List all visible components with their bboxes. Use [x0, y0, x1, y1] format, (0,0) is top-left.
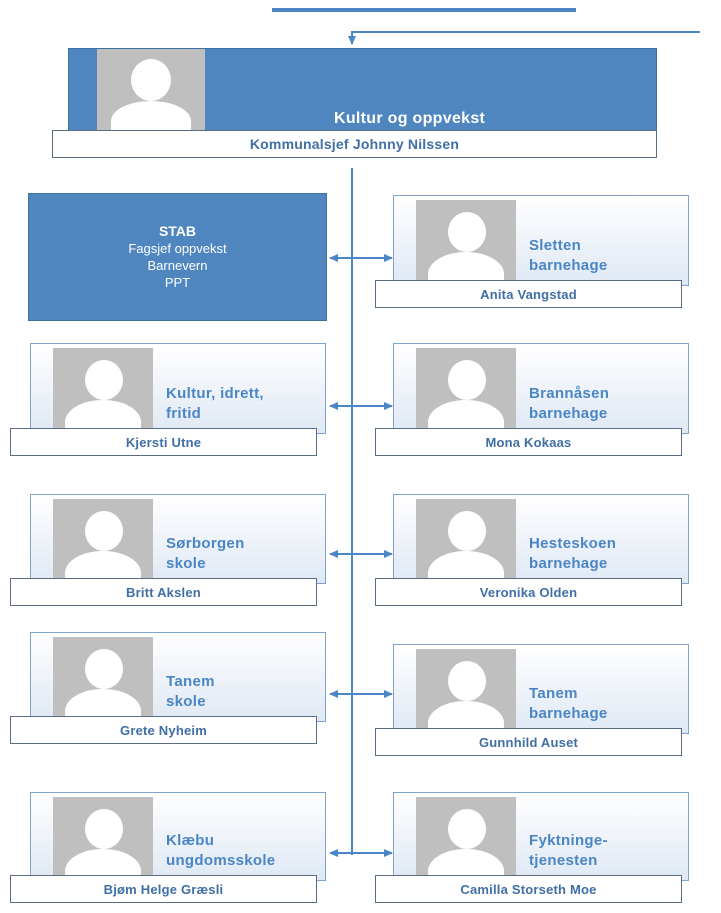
unit-title: Brannåsen: [529, 385, 610, 402]
unit-title: Sørborgen: [166, 535, 245, 552]
unit-leader: Mona Kokaas: [375, 428, 682, 456]
unit-leader: Gunnhild Auset: [375, 728, 682, 756]
person-silhouette-icon: [416, 797, 516, 876]
unit-title: tjenesten: [529, 852, 598, 869]
person-silhouette-icon: [416, 348, 516, 429]
unit-title: skole: [166, 555, 206, 572]
stab-line: Barnevern: [147, 258, 208, 273]
person-silhouette-icon: [53, 348, 153, 429]
unit-leader: Anita Vangstad: [375, 280, 682, 308]
unit-title: barnehage: [529, 257, 608, 274]
person-silhouette-icon: [97, 49, 205, 131]
unit-title: Kultur, idrett,: [166, 385, 264, 402]
unit-title: Tanem: [529, 685, 578, 702]
unit-title: barnehage: [529, 705, 608, 722]
unit-box: [393, 343, 689, 434]
person-silhouette-icon: [416, 499, 516, 579]
unit-box: [393, 792, 689, 881]
unit-title: ungdomsskole: [166, 852, 276, 869]
top-unit-title: Kultur og oppvekst: [334, 110, 486, 127]
branch-arrows: [329, 254, 393, 857]
person-silhouette-icon: [416, 200, 516, 281]
top-unit-box: [68, 48, 657, 141]
unit-title: barnehage: [529, 555, 608, 572]
unit-box: [30, 632, 326, 722]
unit-box: [30, 343, 326, 434]
unit-title: barnehage: [529, 405, 608, 422]
unit-title: fritid: [166, 405, 202, 422]
unit-leader: Camilla Storseth Moe: [375, 875, 682, 903]
unit-box: [30, 494, 326, 584]
unit-title: skole: [166, 693, 206, 710]
person-silhouette-icon: [53, 499, 153, 579]
unit-title: Tanem: [166, 673, 215, 690]
incoming-connector: [348, 31, 700, 45]
stab-line: PPT: [164, 275, 191, 290]
stab-line: Fagsjef oppvekst: [128, 241, 227, 256]
stab-title: STAB: [158, 223, 197, 239]
unit-title: Klæbu: [166, 832, 215, 849]
unit-title: Hesteskoen: [529, 535, 617, 552]
unit-leader: Grete Nyheim: [10, 716, 317, 744]
person-silhouette-icon: [53, 797, 153, 876]
unit-box: [393, 494, 689, 584]
unit-leader: Kjersti Utne: [10, 428, 317, 456]
unit-title: Sletten: [529, 237, 582, 254]
unit-leader: Bjøm Helge Græsli: [10, 875, 317, 903]
stab-box: STAB Fagsjef oppvekst Barnevern PPT: [28, 193, 327, 321]
person-silhouette-icon: [53, 637, 153, 717]
unit-leader: Britt Akslen: [10, 578, 317, 606]
unit-leader: Veronika Olden: [375, 578, 682, 606]
unit-title: Fyktninge-: [529, 832, 608, 849]
top-unit-leader: Kommunalsjef Johnny Nilssen: [52, 130, 657, 158]
person-silhouette-icon: [416, 649, 516, 729]
